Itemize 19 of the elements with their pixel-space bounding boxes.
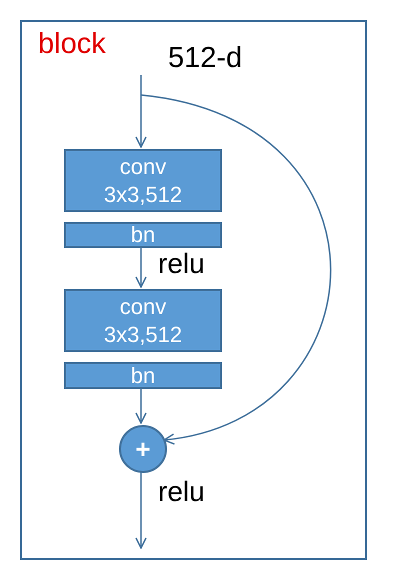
layer-box	[64, 149, 222, 212]
edge-label: relu	[158, 250, 205, 278]
edge-label: relu	[158, 478, 205, 506]
layer-label: conv 3x3,512	[102, 152, 184, 208]
layer-label: conv 3x3,512	[102, 292, 184, 348]
layer-label: bn	[130, 362, 156, 390]
layer-box	[64, 289, 222, 352]
layer-box	[64, 362, 222, 389]
block-title: block	[38, 30, 106, 59]
arrow	[135, 75, 147, 148]
block-frame	[20, 20, 367, 560]
dimension-label: 512-d	[168, 44, 242, 73]
arrow	[135, 387, 147, 424]
arrow	[140, 94, 332, 444]
plus-sign: +	[135, 436, 151, 462]
layer-label: bn	[130, 221, 156, 249]
layer-box	[64, 222, 222, 248]
arrow	[135, 246, 147, 288]
arrow	[135, 471, 147, 549]
